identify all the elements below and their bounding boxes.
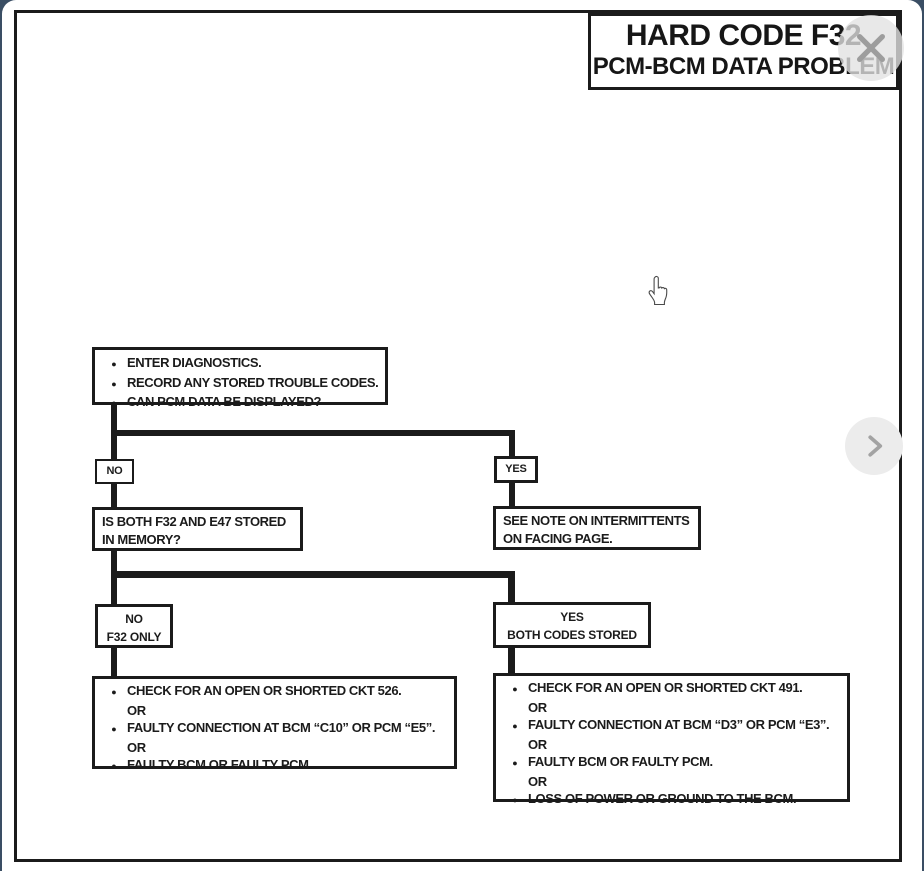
connector-line — [509, 434, 515, 458]
connector-line — [111, 648, 117, 677]
connector-line — [111, 571, 515, 578]
start-box: ●ENTER DIAGNOSTICS. ●RECORD ANY STORED T… — [92, 347, 388, 409]
bullet-icon: ● — [111, 378, 117, 389]
result-item: ●FAULTY BCM OR FAULTY PCM. — [101, 756, 450, 776]
result-item: ●CHECK FOR AN OPEN OR SHORTED CKT 491. — [502, 679, 843, 699]
next-button[interactable] — [845, 417, 903, 475]
bullet-icon: ● — [512, 684, 518, 694]
result-item: ●FAULTY CONNECTION AT BCM “C10” OR PCM “… — [101, 719, 450, 739]
connector-line — [111, 434, 117, 460]
bullet-icon: ● — [111, 398, 117, 408]
close-button[interactable] — [838, 15, 904, 81]
right-result-box: ●CHECK FOR AN OPEN OR SHORTED CKT 491. O… — [493, 673, 850, 806]
bullet-icon: ● — [512, 721, 518, 731]
bullet-icon: ● — [111, 687, 117, 697]
start-item: ●ENTER DIAGNOSTICS. — [101, 354, 381, 374]
connector-line — [111, 405, 117, 435]
connector-line — [111, 578, 117, 605]
yes-branch-box: YES — [494, 456, 538, 483]
hand-cursor-icon — [648, 275, 668, 306]
connector-line — [111, 551, 117, 577]
chevron-right-icon — [868, 435, 883, 457]
result-item: ●FAULTY BCM OR FAULTY PCM. — [502, 753, 843, 773]
start-item: ●CAN PCM DATA BE DISPLAYED? — [101, 393, 381, 413]
result-item: OR — [528, 736, 547, 752]
result-item: ●CHECK FOR AN OPEN OR SHORTED CKT 526. — [101, 682, 450, 702]
result-item: OR — [127, 739, 146, 755]
bullet-icon: ● — [111, 761, 117, 771]
connector-line — [508, 578, 515, 604]
bullet-icon: ● — [111, 724, 117, 734]
start-item: ●RECORD ANY STORED TROUBLE CODES. — [101, 374, 381, 394]
connector-line — [509, 483, 515, 507]
bullet-icon: ● — [512, 795, 518, 805]
bullet-icon: ● — [512, 758, 518, 768]
result-item: OR — [127, 702, 146, 718]
diagram-title: HARD CODE F32 — [625, 19, 862, 52]
result-item: ●LOSS OF POWER OR GROUND TO THE BCM. — [502, 790, 843, 810]
connector-line — [111, 430, 515, 436]
no-branch-box: NO — [95, 459, 134, 484]
connector-line — [111, 484, 117, 508]
result-item: OR — [528, 699, 547, 715]
left-result-box: ●CHECK FOR AN OPEN OR SHORTED CKT 526. O… — [92, 676, 457, 772]
result-item: ●FAULTY CONNECTION AT BCM “D3” OR PCM “E… — [502, 716, 843, 736]
result-item: OR — [528, 773, 547, 789]
close-icon — [857, 34, 885, 62]
connector-line — [508, 648, 515, 674]
bullet-icon: ● — [111, 359, 117, 369]
